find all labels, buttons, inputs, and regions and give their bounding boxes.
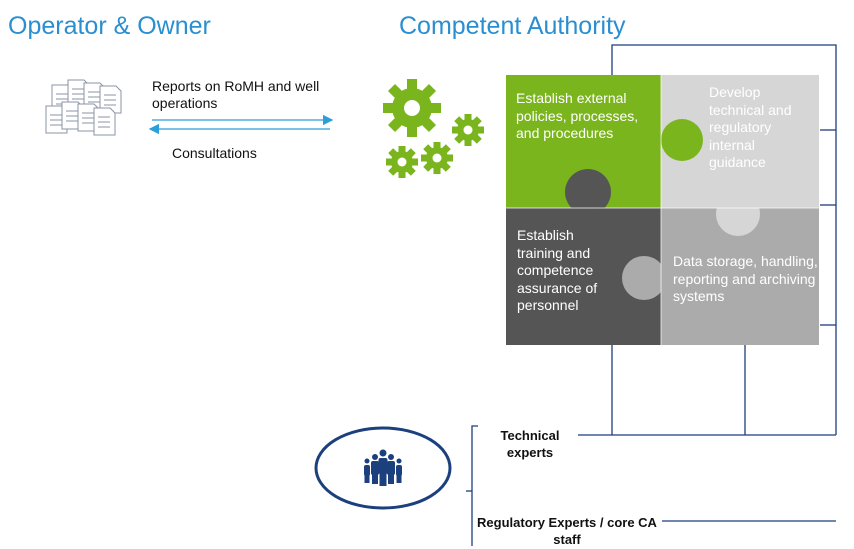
puzzle-text-top-left: Establish external policies, processes, … xyxy=(516,90,639,141)
technical-experts-label: Technical experts xyxy=(500,428,560,460)
people-group-icon xyxy=(364,449,402,486)
puzzle-text-bottom-right: Data storage, handling, reporting and ar… xyxy=(673,253,818,304)
puzzle-text-top-right: Develop technical and regulatory interna… xyxy=(709,84,792,170)
gears-icon xyxy=(383,79,484,178)
knob-mid-left xyxy=(622,256,666,300)
puzzle-text-bottom-left: Establish training and competence assura… xyxy=(517,227,598,313)
regulatory-experts-label: Regulatory Experts / core CA staff xyxy=(477,515,657,547)
reports-label: Reports on RoMH and well operations xyxy=(152,78,320,111)
documents-icon xyxy=(45,79,122,136)
knob-light-down xyxy=(716,192,760,236)
connector-lines xyxy=(466,44,837,546)
connector-top xyxy=(611,44,837,435)
consultations-label: Consultations xyxy=(172,145,257,161)
knob-green-right xyxy=(661,119,703,161)
heading-competent-authority: Competent Authority xyxy=(399,12,626,40)
puzzle xyxy=(506,75,819,345)
people-bracket xyxy=(471,425,478,546)
knob-dark-up xyxy=(565,169,611,215)
heading-operator-owner: Operator & Owner xyxy=(8,12,211,40)
